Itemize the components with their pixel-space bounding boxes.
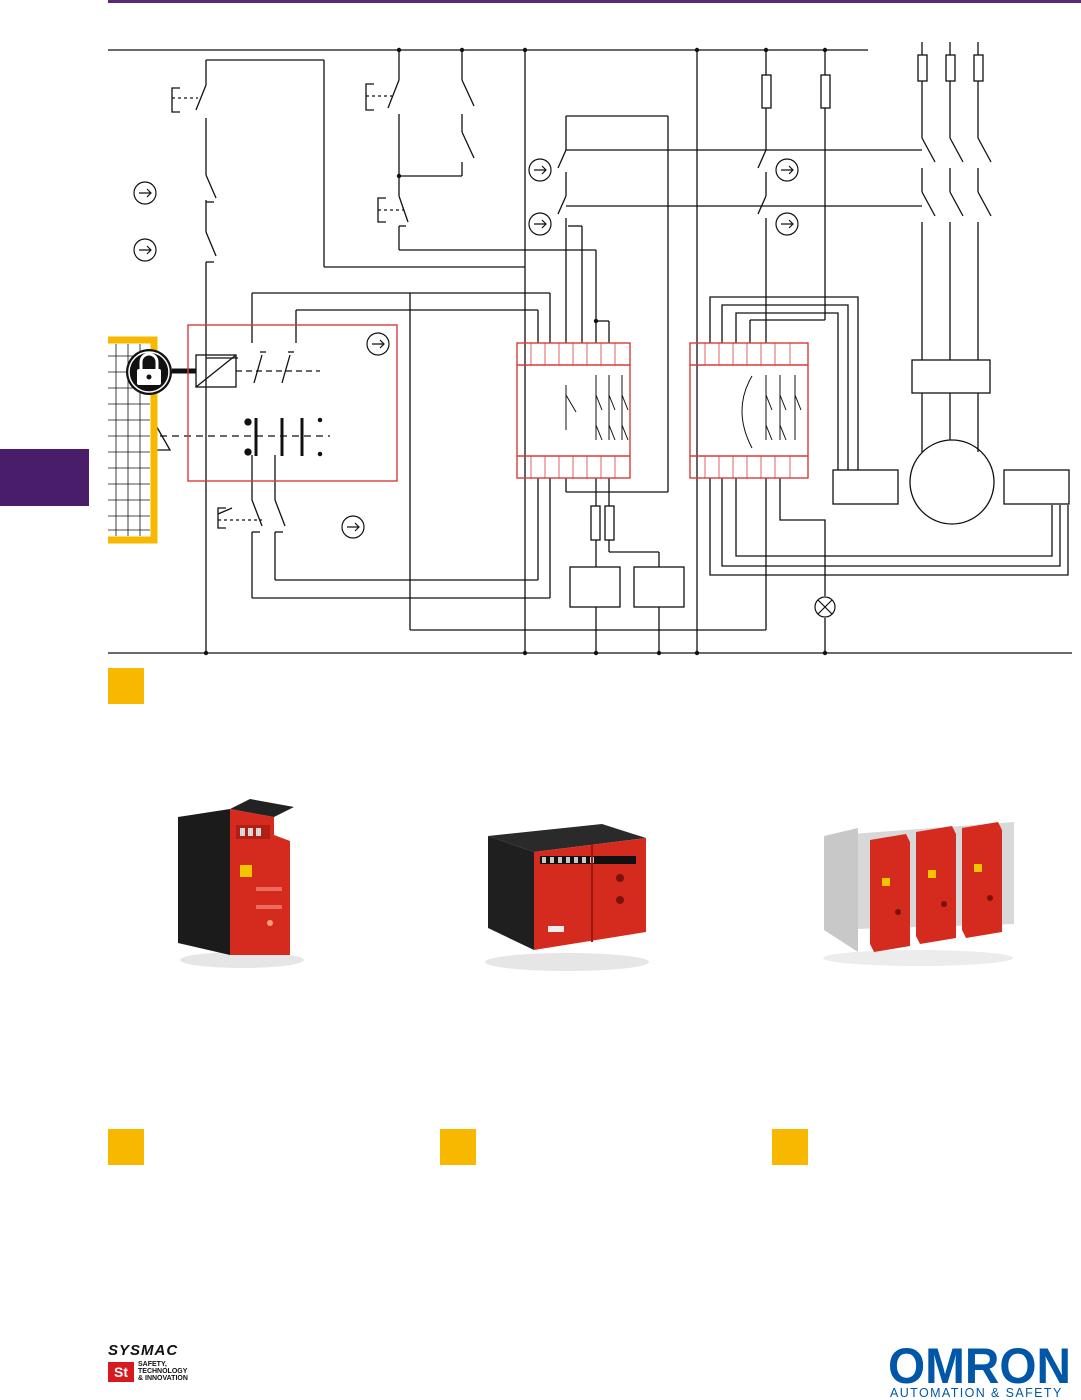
section-marker bbox=[108, 1129, 144, 1165]
wiring-diagram bbox=[108, 42, 1072, 656]
sti-text: SAFETY, TECHNOLOGY & INNOVATION bbox=[138, 1361, 188, 1382]
section-marker bbox=[108, 668, 144, 704]
arrow-right-circle-icon bbox=[528, 212, 552, 236]
omron-logo-text: OMRON bbox=[888, 1343, 1071, 1387]
arrow-right-circle-icon bbox=[133, 181, 157, 205]
section-marker bbox=[440, 1129, 476, 1165]
sysmac-logo-text: SYSMAC bbox=[108, 1342, 179, 1359]
safety-relay-1 bbox=[516, 342, 631, 479]
arrow-right-circle-icon bbox=[341, 515, 365, 539]
section-tab bbox=[0, 449, 89, 506]
arrow-right-circle-icon bbox=[133, 238, 157, 262]
arrow-right-circle-icon bbox=[366, 332, 390, 356]
sti-badge: St bbox=[108, 1361, 134, 1382]
omron-tagline: AUTOMATION & SAFETY bbox=[890, 1386, 1063, 1400]
section-marker bbox=[772, 1129, 808, 1165]
safety-relay-2 bbox=[689, 342, 809, 479]
arrow-right-circle-icon bbox=[528, 158, 552, 182]
motor-icon bbox=[909, 439, 995, 525]
product-image-relay-1 bbox=[178, 799, 304, 968]
sysmac-sti-logo: SYSMAC St SAFETY, TECHNOLOGY & INNOVATIO… bbox=[108, 1342, 218, 1388]
arrow-right-circle-icon bbox=[775, 212, 799, 236]
product-image-relay-3 bbox=[823, 822, 1014, 966]
guard-lock-module bbox=[187, 324, 398, 482]
padlock-icon bbox=[126, 349, 196, 395]
top-rule bbox=[108, 0, 1081, 3]
omron-logo: OMRON bbox=[888, 1343, 1071, 1387]
product-image-relay-2 bbox=[485, 824, 649, 971]
indicator-lamp-icon bbox=[814, 596, 836, 618]
arrow-right-circle-icon bbox=[775, 158, 799, 182]
